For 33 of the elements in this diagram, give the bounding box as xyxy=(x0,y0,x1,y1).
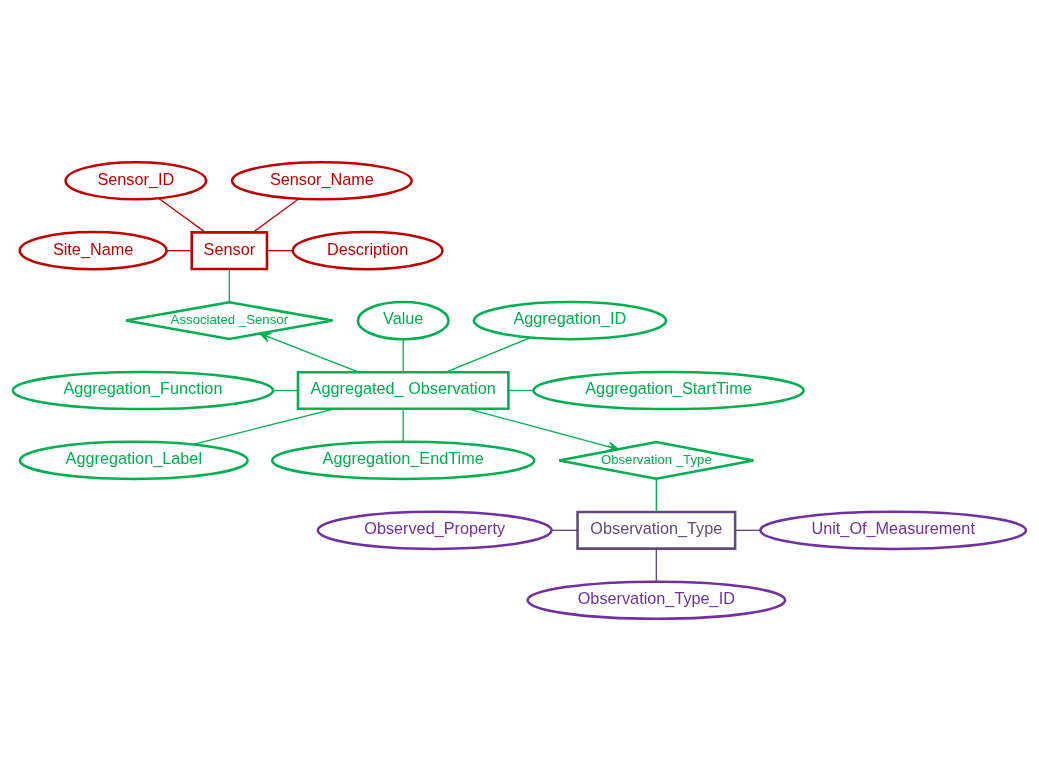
node-ellipse: Unit_Of_Measurement xyxy=(759,510,1028,551)
node-ellipse: Site_Name xyxy=(18,230,168,271)
connector xyxy=(402,338,404,373)
node-ellipse: Sensor_ID xyxy=(64,160,208,201)
connector xyxy=(655,548,657,582)
connector xyxy=(445,337,532,373)
connector xyxy=(551,529,578,531)
node-box: Aggregated_ Observation xyxy=(296,370,510,411)
node-ellipse: Sensor_Name xyxy=(230,160,413,201)
node-box: Observation_Type xyxy=(576,510,737,550)
connector xyxy=(252,198,300,233)
arrow xyxy=(467,408,619,452)
node-ellipse: Aggregation_ID xyxy=(472,300,668,341)
node-ellipse: Value xyxy=(356,300,450,341)
connector xyxy=(266,250,294,252)
node-ellipse: Aggregation_EndTime xyxy=(270,440,536,481)
connector xyxy=(734,529,761,531)
node-ellipse: Description xyxy=(291,230,444,271)
connector xyxy=(158,197,207,234)
node-ellipse: Aggregation_Function xyxy=(11,370,275,411)
node-box: Sensor xyxy=(190,231,269,271)
connector xyxy=(507,389,534,392)
connector xyxy=(402,408,404,442)
connector xyxy=(165,250,193,252)
node-ellipse: Aggregation_StartTime xyxy=(532,370,805,411)
connector xyxy=(192,408,336,446)
connector xyxy=(272,389,299,392)
arrow xyxy=(259,332,360,373)
connector xyxy=(228,268,230,303)
node-ellipse: Aggregation_Label xyxy=(18,440,249,481)
connector xyxy=(655,478,657,513)
node-ellipse: Observation_Type_ID xyxy=(526,580,787,621)
node-ellipse: Observed_Property xyxy=(316,510,553,551)
